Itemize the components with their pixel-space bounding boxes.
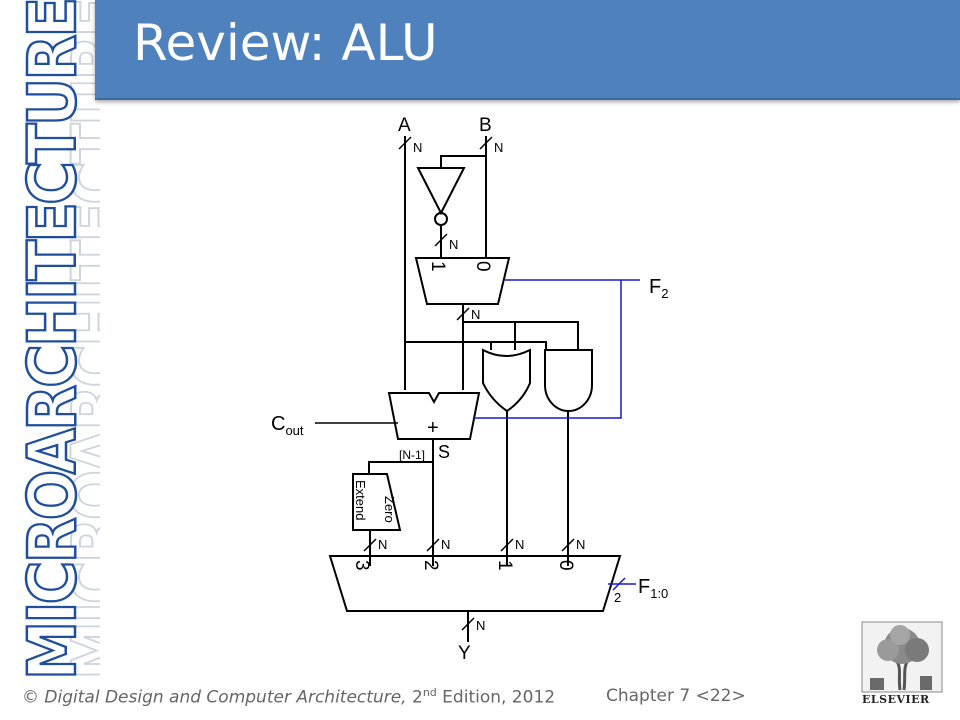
label-f2: F2 — [649, 276, 668, 301]
bus-slash-f10 — [612, 577, 626, 591]
or-gate — [482, 348, 531, 413]
copyright-symbol: © — [22, 687, 39, 708]
publisher-name: ELSEVIER — [862, 693, 930, 706]
wire-b-to-inverter — [440, 155, 486, 168]
width-sum: N — [441, 537, 450, 552]
wire-bb-to-or — [463, 321, 579, 350]
and-gate — [544, 349, 593, 412]
mux-top-in1: 1 — [427, 261, 448, 272]
wire-msb — [368, 461, 433, 474]
title-bar: Review: ALU — [95, 0, 960, 100]
width-bb: N — [471, 307, 480, 322]
inverter-gate — [416, 167, 466, 216]
mux-out-in2: 2 — [420, 560, 441, 571]
elsevier-tree-logo — [861, 621, 943, 693]
width-b: N — [494, 140, 503, 155]
label-f10: F1:0 — [638, 576, 668, 601]
edition-text: Edition, 2012 — [436, 687, 556, 708]
chapter-page-number: Chapter 7 <22> — [606, 686, 746, 706]
bus-slash — [363, 136, 575, 631]
label-f10-width: 2 — [614, 590, 621, 605]
book-title: Digital Design and Computer Architecture — [44, 687, 402, 708]
adder — [387, 392, 481, 440]
zero-extend-line1: Zero — [382, 496, 397, 523]
mux-top-in0: 0 — [472, 261, 493, 272]
label-y: Y — [458, 643, 471, 664]
label-cout: Cout — [271, 413, 304, 438]
edition-suffix: nd — [422, 686, 437, 699]
footer-citation: © Digital Design and Computer Architectu… — [22, 686, 556, 708]
width-a: N — [413, 140, 422, 155]
width-zext: N — [378, 537, 387, 552]
label-msb: [N-1] — [399, 448, 425, 462]
wire-f2-to-adder — [474, 280, 622, 419]
mux-b-select — [414, 257, 511, 305]
width-y: N — [476, 618, 485, 633]
zero-extend-block — [352, 473, 402, 531]
adder-symbol: + — [427, 417, 439, 439]
width-or: N — [515, 537, 524, 552]
edition-number: 2 — [411, 687, 423, 708]
label-a: A — [398, 115, 411, 136]
width-notb: N — [449, 237, 458, 252]
width-and: N — [576, 537, 585, 552]
wire-a-to-and — [405, 341, 547, 350]
label-b: B — [479, 115, 492, 136]
zero-extend-line2: Extend — [353, 480, 368, 520]
label-sum: S — [438, 442, 450, 462]
mux-out-in0: 0 — [555, 560, 576, 571]
mux-out-in3: 3 — [351, 560, 372, 571]
mux-output — [328, 555, 622, 612]
slide-title: Review: ALU — [133, 14, 438, 72]
mux-out-in1: 1 — [494, 560, 515, 571]
